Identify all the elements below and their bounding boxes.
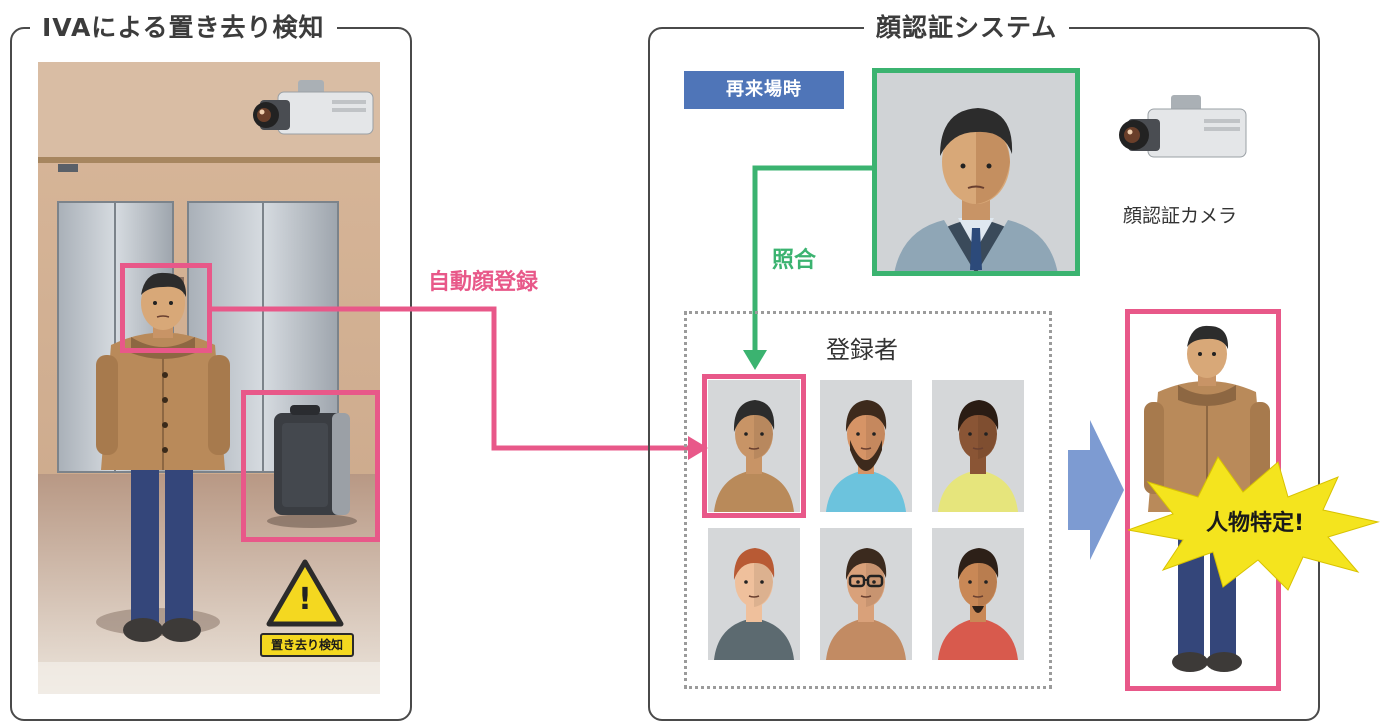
face-detection-box [120,263,212,353]
identified-burst-icon [1128,456,1380,591]
camera-caption: 顔認証カメラ [1123,205,1238,227]
suitcase-detection-box [241,390,380,542]
registered-face-3 [932,380,1024,512]
warning-exclamation: ! [298,582,312,617]
registered-match-frame [702,374,806,518]
face-recognition-camera-icon [1119,95,1247,158]
registered-title: 登録者 [826,336,898,364]
auto-register-label: 自動顔登録 [428,270,539,295]
match-arrow [743,165,872,370]
warning-icon [266,559,344,627]
right-panel-title: 顔認証システム [864,11,1070,45]
registered-face-4 [708,528,800,660]
revisit-face-frame [872,68,1080,276]
registered-face-2 [820,380,912,512]
auto-register-arrow [212,306,708,460]
registered-face-5 [820,528,912,660]
left-panel-title: IVAによる置き去り検知 [30,11,337,45]
warning-label: 置き去り検知 [260,633,354,657]
match-label: 照合 [772,248,817,273]
person-figure [96,272,230,642]
revisit-face-photo [874,70,1078,274]
registered-face-1 [708,380,800,512]
surveillance-camera-icon [253,80,374,135]
abandoned-suitcase-icon [267,405,357,528]
revisit-badge: 再来場時 [684,71,844,109]
registered-face-6 [932,528,1024,660]
registered-area [684,311,1052,689]
identified-burst-label: 人物特定! [1205,511,1305,536]
result-arrow-icon [1068,420,1124,560]
